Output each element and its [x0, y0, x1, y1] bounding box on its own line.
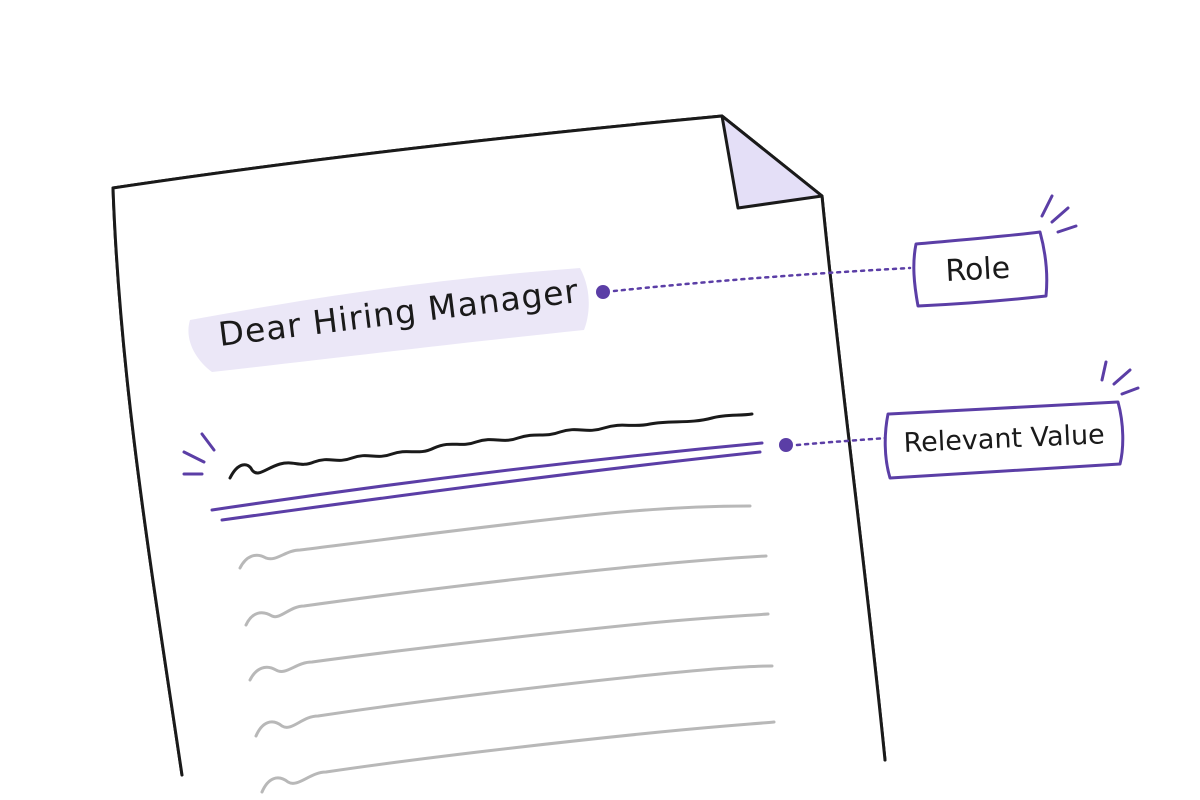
text-line-4: [254, 664, 774, 738]
value-underline-bottom: [220, 450, 762, 522]
value-underline-top: [210, 441, 764, 512]
value-sparkle-icon: [1100, 360, 1140, 396]
callout-role-box: [912, 230, 1049, 308]
text-line-3: [248, 612, 770, 682]
callout-role-label: Role: [945, 251, 1011, 289]
text-line-2: [244, 554, 768, 627]
value-connector-dot: [779, 438, 793, 452]
callout-role: Role: [912, 230, 1049, 308]
callout-relevant-value: Relevant Value: [883, 400, 1125, 480]
callout-relevant-value-box: [883, 400, 1125, 480]
folded-corner: [720, 114, 824, 210]
role-connector-line: [612, 266, 912, 293]
ink-scribble: [228, 412, 754, 480]
placeholder-text-lines: [238, 504, 776, 794]
emphasis-marks-left: [182, 432, 216, 476]
salutation-highlight: [188, 268, 589, 372]
text-line-1: [238, 504, 752, 570]
paper-fill: [113, 116, 885, 775]
role-sparkle-icon: [1040, 194, 1078, 234]
role-connector-dot: [596, 285, 610, 299]
text-line-5: [260, 720, 776, 794]
value-connector-line: [795, 436, 888, 447]
